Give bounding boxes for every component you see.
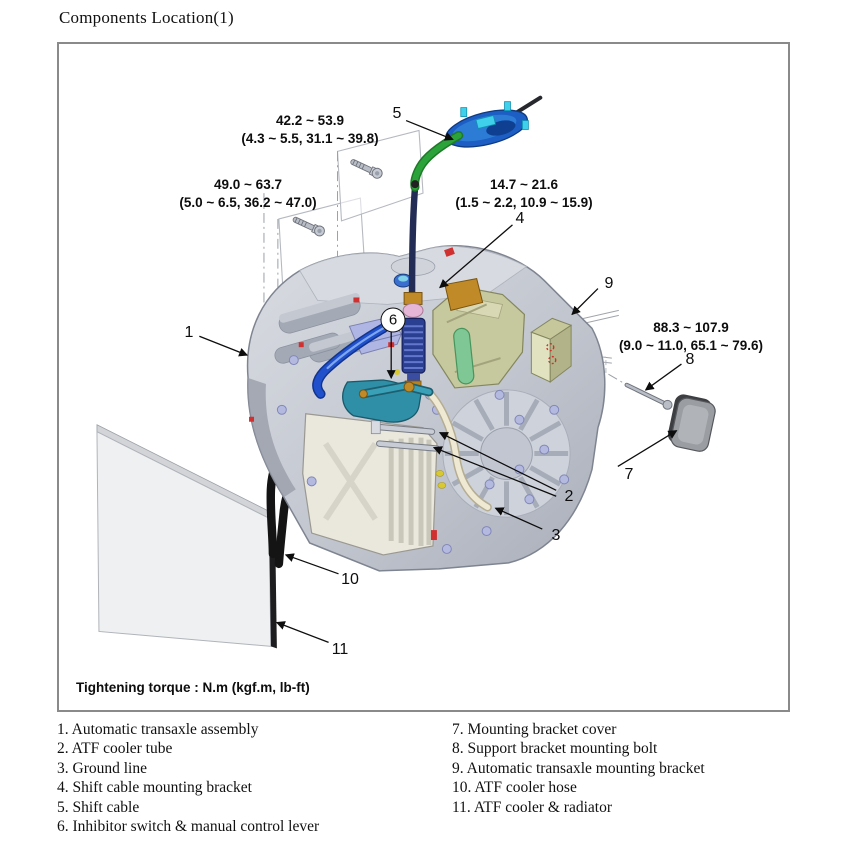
callout-arrows <box>199 119 682 644</box>
callout-1: 1 <box>184 324 194 341</box>
diagram-box: 42.2 ~ 53.9(4.3 ~ 5.5, 31.1 ~ 39.8) 49.0… <box>57 42 790 712</box>
callout-7: 7 <box>624 466 634 483</box>
legend-column-right: 7. Mounting bracket cover 8. Support bra… <box>452 720 797 836</box>
page-title: Components Location(1) <box>59 8 234 27</box>
legend: 1. Automatic transaxle assembly 2. ATF c… <box>57 720 797 836</box>
legend-column-left: 1. Automatic transaxle assembly 2. ATF c… <box>57 720 452 836</box>
transaxle-assembly-illustration <box>246 245 606 572</box>
ground-line-illustration <box>423 387 492 512</box>
torque-spec-shift-cable-bracket: 42.2 ~ 53.9(4.3 ~ 5.5, 31.1 ~ 39.8) <box>241 113 379 146</box>
legend-item-4: 4. Shift cable mounting bracket <box>57 779 252 797</box>
legend-item-9: 9. Automatic transaxle mounting bracket <box>452 759 705 777</box>
callout-5: 5 <box>392 105 402 122</box>
shift-cable-illustration <box>401 95 543 392</box>
callout-8: 8 <box>685 351 695 368</box>
legend-item-3: 3. Ground line <box>57 759 147 777</box>
mounting-bracket-cover-illustration <box>667 394 716 452</box>
legend-item-1: 1. Automatic transaxle assembly <box>57 721 259 738</box>
torque-spec-support-bolt: 88.3 ~ 107.9(9.0 ~ 11.0, 65.1 ~ 79.6) <box>618 320 764 353</box>
atf-cooler-tubes-illustration <box>370 420 441 452</box>
transaxle-diagram-illustration <box>96 95 716 649</box>
radiator-illustration <box>96 424 277 649</box>
legend-item-2: 2. ATF cooler tube <box>57 740 173 758</box>
torque-spec-cable-nut: 14.7 ~ 21.6(1.5 ~ 2.2, 10.9 ~ 15.9) <box>455 177 593 210</box>
legend-item-6: 6. Inhibitor switch & manual control lev… <box>57 818 320 836</box>
tightening-torque-note: Tightening torque : N.m (kgf.m, lb-ft) <box>76 680 310 695</box>
legend-item-11: 11. ATF cooler & radiator <box>452 798 612 816</box>
mounting-bracket-block-illustration <box>530 317 573 383</box>
support-bracket-bolt-illustration <box>624 382 673 410</box>
callout-10: 10 <box>341 571 359 588</box>
legend-item-5: 5. Shift cable <box>57 798 140 816</box>
callout-2: 2 <box>564 488 574 505</box>
torque-spec-housing-bolts: 49.0 ~ 63.7(5.0 ~ 6.5, 36.2 ~ 47.0) <box>179 177 317 210</box>
callout-6: 6 <box>380 307 406 333</box>
inhibitor-switch-illustration <box>342 369 434 423</box>
blue-hose-illustration <box>312 323 389 399</box>
callout-3: 3 <box>551 527 561 544</box>
callout-9: 9 <box>604 275 614 292</box>
callout-11: 11 <box>331 641 349 658</box>
shift-cable-mounting-bracket-illustration <box>393 273 484 312</box>
legend-item-10: 10. ATF cooler hose <box>452 779 577 797</box>
legend-item-7: 7. Mounting bracket cover <box>452 721 617 738</box>
legend-item-8: 8. Support bracket mounting bolt <box>452 740 658 758</box>
callout-4: 4 <box>515 210 525 227</box>
